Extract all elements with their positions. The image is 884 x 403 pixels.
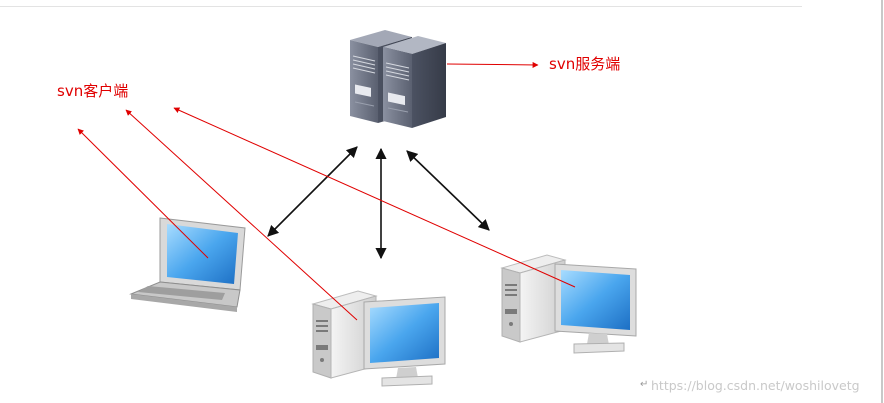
server-annotation-arrow bbox=[446, 61, 539, 68]
laptop-icon bbox=[129, 217, 246, 312]
server-rack-icon bbox=[350, 30, 446, 128]
desktop-computer-icon-right bbox=[500, 254, 637, 354]
connector-server-desktop-right bbox=[406, 150, 490, 231]
top-divider bbox=[0, 6, 802, 7]
client-annotation-arrow-desktop-left bbox=[125, 109, 358, 321]
right-border bbox=[881, 0, 883, 403]
server-label: svn服务端 bbox=[549, 55, 621, 73]
client-annotation-arrow-laptop bbox=[77, 128, 209, 259]
return-mark: ↵ bbox=[640, 379, 649, 390]
watermark: https://blog.csdn.net/woshilovetg bbox=[651, 378, 860, 393]
desktop-computer-icon-left bbox=[311, 290, 446, 387]
client-annotation-arrow-desktop-right bbox=[173, 107, 576, 288]
connector-server-laptop bbox=[267, 146, 358, 237]
client-label: svn客户端 bbox=[57, 82, 129, 100]
